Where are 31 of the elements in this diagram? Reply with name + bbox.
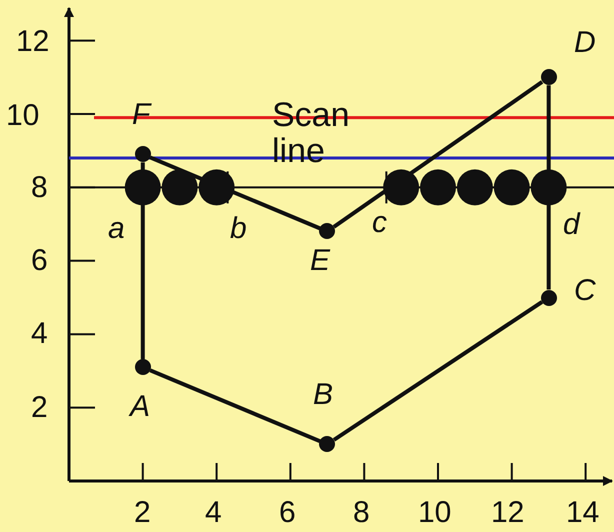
tick-label: 2 [31, 393, 48, 423]
tick-label: 6 [279, 498, 296, 528]
polygon-edge [332, 80, 544, 229]
vertex-dot [134, 359, 151, 376]
vertex-label: D [574, 28, 596, 58]
tick-label: 4 [31, 319, 48, 349]
tick-label: 10 [6, 101, 40, 131]
tick-label: 12 [491, 498, 524, 528]
tick-label: 4 [205, 498, 222, 528]
vertex-dot [319, 223, 336, 240]
intersection-label: b [230, 214, 247, 244]
intersection-label: d [563, 210, 580, 240]
vertex-label: B [313, 380, 334, 410]
vertex-dot [540, 69, 557, 86]
tick-label: 14 [566, 498, 600, 528]
polygon-edge [149, 368, 321, 444]
tick-label: 8 [31, 173, 48, 203]
tick-label: 8 [353, 498, 370, 528]
vertex-label: A [130, 392, 150, 422]
tick-label: 2 [134, 498, 151, 528]
vertex-label: C [574, 276, 596, 306]
vertex-dot [319, 436, 336, 452]
intersection-label: a [108, 214, 125, 244]
tick-label: 12 [16, 27, 50, 57]
vertex-dot [134, 146, 151, 162]
vertex-label: E [310, 246, 330, 276]
tick-label: 6 [31, 246, 48, 276]
vertex-dot [540, 290, 557, 306]
tick-label: 10 [418, 498, 452, 528]
intersection-label: c [372, 208, 387, 238]
polygon-edge [332, 300, 544, 442]
